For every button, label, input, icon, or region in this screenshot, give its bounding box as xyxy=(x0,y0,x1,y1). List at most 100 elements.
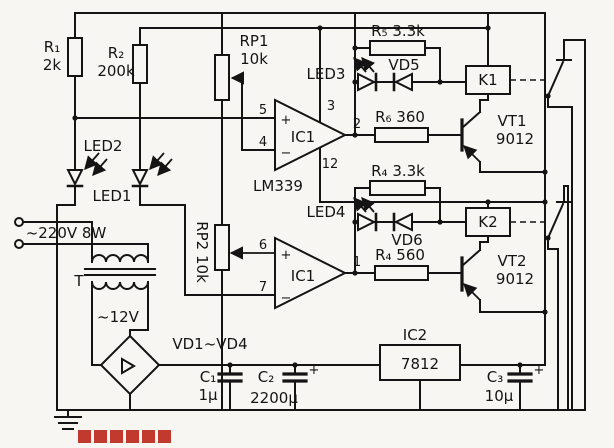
label-rp2: RP2 10k xyxy=(193,221,211,283)
label-k2: K2 xyxy=(478,213,497,231)
comparator1-plus-sign: + xyxy=(281,113,292,128)
junction-dot xyxy=(437,79,443,85)
label-r5: R₅ 3.3k xyxy=(371,22,425,40)
junction-dot xyxy=(72,115,78,121)
ic2-7812-box xyxy=(379,344,461,381)
label-ic1-lower: IC1 xyxy=(291,267,315,285)
wire-network xyxy=(22,12,586,430)
led3-light-arrow xyxy=(361,56,376,73)
label-r1-name: R₁ xyxy=(44,38,60,56)
label-rp1-value: 10k xyxy=(240,50,268,68)
pot-rp1-body xyxy=(214,54,230,101)
junction-dot xyxy=(292,362,298,368)
vd5-diode xyxy=(393,72,413,92)
resistor-r1-body xyxy=(67,37,83,77)
vt1-emitter-arrow xyxy=(463,145,481,163)
label-r1-value: 2k xyxy=(43,56,62,74)
labels: R₁ 2k R₂ 200k RP1 10k R₅ 3.3k LED3 VD5 K… xyxy=(26,22,545,407)
resistor-r6-body xyxy=(374,127,429,143)
label-secondary-voltage: ~12V xyxy=(97,308,140,326)
ac-terminal-bottom xyxy=(14,239,24,249)
label-vt1-name: VT1 xyxy=(498,112,527,130)
resistor-r5-body xyxy=(369,40,426,56)
label-led3: LED3 xyxy=(307,65,346,83)
label-led1: LED1 xyxy=(93,187,132,205)
comparator2-triangle xyxy=(274,236,348,310)
label-vt1-value: 9012 xyxy=(496,130,534,148)
pin-2: 2 xyxy=(353,117,361,132)
junction-dot xyxy=(517,362,523,368)
junction-dot xyxy=(352,270,358,276)
label-lm339: LM339 xyxy=(253,177,303,195)
c3-polarity-sign: + xyxy=(534,363,545,378)
label-r4-upper: R₄ 3.3k xyxy=(371,162,425,180)
comparator1-triangle xyxy=(274,98,348,172)
c2-polarity-sign: + xyxy=(309,363,320,378)
junction-dot xyxy=(542,199,548,205)
junction-dot xyxy=(317,25,323,31)
label-rp1-name: RP1 xyxy=(239,32,268,50)
led1-diode xyxy=(131,169,149,187)
led2-diode xyxy=(66,169,84,187)
junction-dot xyxy=(437,219,443,225)
junction-dot xyxy=(542,169,548,175)
ac-terminal-top xyxy=(14,217,24,227)
relay-link-dashed xyxy=(510,79,544,223)
vt2-emitter-arrow xyxy=(463,283,481,301)
pin-6: 6 xyxy=(259,238,267,253)
relay-k1-box xyxy=(465,65,511,95)
led4-diode xyxy=(357,212,377,232)
junction-dot xyxy=(352,219,358,225)
watermark-block xyxy=(78,430,91,443)
bridge-inner-diode xyxy=(121,357,136,375)
transformer-coils xyxy=(90,254,150,290)
watermark-block xyxy=(158,430,171,443)
label-transformer: T xyxy=(73,272,84,290)
capacitor-plates xyxy=(217,372,533,383)
relay1-contact-pivot xyxy=(545,93,551,99)
label-c2-name: C₂ xyxy=(258,368,275,386)
led4-light-arrow xyxy=(361,196,376,213)
junction-dot xyxy=(352,45,358,51)
watermark-block xyxy=(110,430,123,443)
relay2-contact-pivot xyxy=(545,235,551,241)
led2-light-arrow xyxy=(92,158,108,177)
label-r2-value: 200k xyxy=(97,62,135,80)
arrows xyxy=(84,56,481,301)
label-c3-value: 10μ xyxy=(485,387,514,405)
label-k1: K1 xyxy=(478,71,497,89)
watermark-block xyxy=(142,430,155,443)
comparator2-plus-sign: + xyxy=(281,248,292,263)
label-c1-value: 1μ xyxy=(198,386,218,404)
pin-12: 12 xyxy=(322,157,339,172)
resistor-r2-body xyxy=(132,44,148,84)
label-c3-name: C₃ xyxy=(487,368,504,386)
comparator2-minus-sign: − xyxy=(281,291,292,306)
label-vt2-value: 9012 xyxy=(496,270,534,288)
led3-diode xyxy=(357,72,377,92)
led1-light-arrow xyxy=(157,158,173,177)
pin-4: 4 xyxy=(259,135,267,150)
label-ic2-name: IC2 xyxy=(403,326,427,344)
label-ic2-part: 7812 xyxy=(401,355,439,373)
resistor-r4-lower-body xyxy=(374,265,429,281)
label-vd6: VD6 xyxy=(391,231,422,249)
watermark-block xyxy=(94,430,107,443)
junction-dot xyxy=(227,362,233,368)
label-bridge: VD1~VD4 xyxy=(172,335,247,353)
watermark xyxy=(78,430,171,443)
junction-dot xyxy=(352,132,358,138)
label-ic1-upper: IC1 xyxy=(291,128,315,146)
label-vt2-name: VT2 xyxy=(498,252,527,270)
junction-dot xyxy=(352,79,358,85)
junction-dots xyxy=(72,25,551,368)
label-led4: LED4 xyxy=(307,203,346,221)
watermark-block xyxy=(126,430,139,443)
label-r6: R₆ 360 xyxy=(375,108,425,126)
led2-light-arrow xyxy=(84,152,100,171)
label-c2-value: 2200μ xyxy=(250,389,298,407)
label-mains: ~220V 8W xyxy=(26,224,107,242)
pin-3: 3 xyxy=(327,99,335,114)
